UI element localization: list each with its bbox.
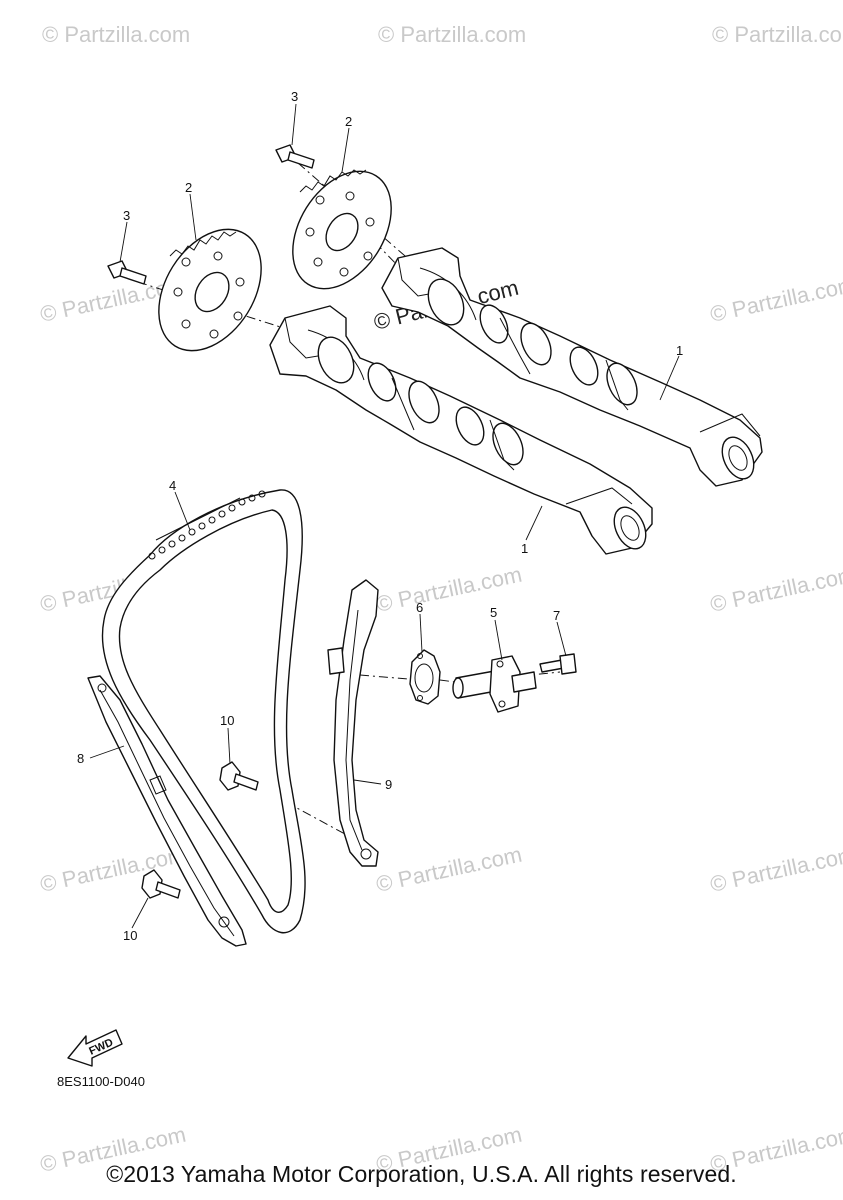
callout-chain-guide: 8 xyxy=(77,751,84,766)
gasket xyxy=(409,649,441,705)
callout-bolt-lower: 3 xyxy=(123,208,130,223)
bolt-upper xyxy=(275,144,315,169)
callout-chain: 4 xyxy=(169,478,176,493)
sprocket-upper xyxy=(292,169,392,290)
callout-camshaft-lower: 1 xyxy=(521,541,528,556)
callouts: 3 2 3 2 1 1 4 6 5 7 8 9 10 10 xyxy=(77,89,683,943)
guide-bolt-lower xyxy=(141,869,181,899)
guide-bolt-upper xyxy=(219,761,259,791)
diagram-code: 8ES1100-D040 xyxy=(57,1074,145,1089)
fwd-arrow-icon: FWD xyxy=(67,1029,123,1067)
chain-tensioner xyxy=(452,655,537,713)
callout-tensioner: 5 xyxy=(490,605,497,620)
callout-tensioner-bolt: 7 xyxy=(553,608,560,623)
camshaft-lower xyxy=(269,305,653,555)
chain-links xyxy=(148,490,266,560)
callout-camshaft-upper: 1 xyxy=(676,343,683,358)
timing-chain xyxy=(101,489,306,934)
fwd-label: FWD xyxy=(87,1037,115,1058)
watermark: © Partzilla.com xyxy=(712,22,843,47)
callout-sprocket-lower: 2 xyxy=(185,180,192,195)
camshaft-upper xyxy=(381,247,763,487)
tensioner-bolt xyxy=(539,653,577,675)
callout-gasket: 6 xyxy=(416,600,423,615)
watermark: © Partzilla.com xyxy=(708,842,843,897)
callout-tensioner-guide: 9 xyxy=(385,777,392,792)
watermark: © Partzilla.com xyxy=(42,22,190,47)
leader-lines xyxy=(89,103,680,929)
callout-sprocket-upper: 2 xyxy=(345,114,352,129)
watermark: © Partzilla.com xyxy=(374,562,524,617)
sprocket-lower xyxy=(158,228,262,352)
watermark: © Partzilla.com xyxy=(374,842,524,897)
chain-guide xyxy=(87,675,247,947)
tensioner-guide xyxy=(327,579,379,867)
copyright-notice: ©2013 Yamaha Motor Corporation, U.S.A. A… xyxy=(106,1161,737,1187)
bolt-lower xyxy=(107,260,147,285)
watermark: © Partzilla.com xyxy=(708,562,843,617)
callout-guide-bolt-lower: 10 xyxy=(123,928,137,943)
callout-guide-bolt-upper: 10 xyxy=(220,713,234,728)
watermark: © Partzilla.com xyxy=(378,22,526,47)
callout-bolt-upper: 3 xyxy=(291,89,298,104)
watermark: © Partzilla.com xyxy=(708,272,843,327)
